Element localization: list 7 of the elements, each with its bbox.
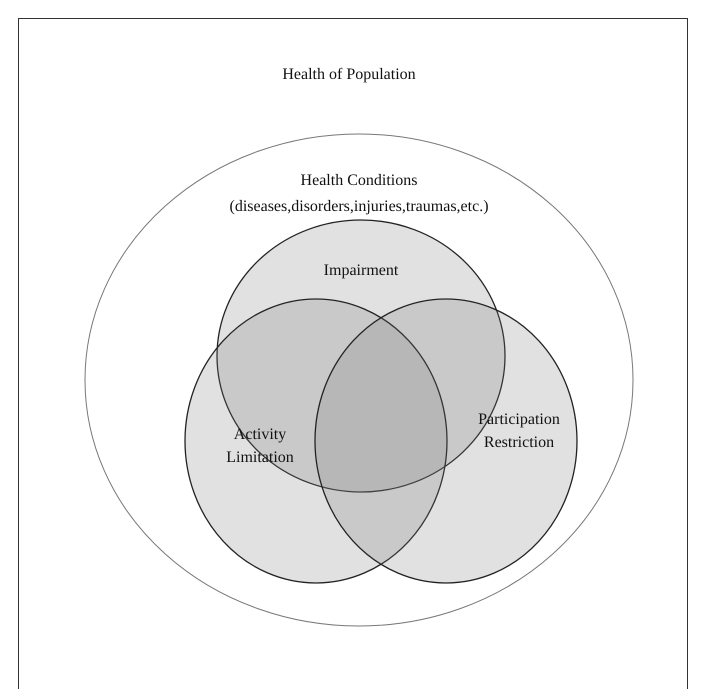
- node-sublabel: (diseases,disorders,injuries,traumas,etc.): [228, 197, 490, 217]
- node-label: Impairment: [322, 261, 400, 281]
- venn-circle: [314, 298, 578, 584]
- outer-ellipse: [84, 133, 634, 627]
- node-label: Health Conditions: [300, 171, 418, 191]
- frame-box: [18, 18, 688, 689]
- node-label: Health of Population: [281, 65, 417, 85]
